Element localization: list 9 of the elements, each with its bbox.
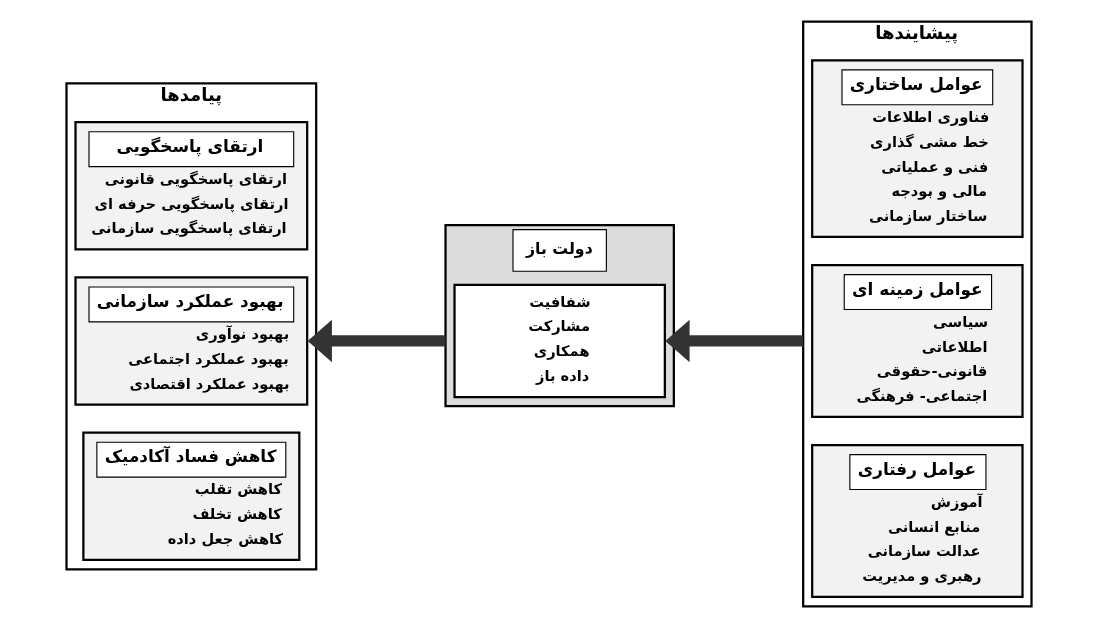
node-box: عوامل رفتاری آموزش منابع انسانی عدالت سازمانی رهبری و مدیریت [810,443,1024,598]
node-box: عوامل زمینه ای سیاسی اطلاعاتی قانونی-حقوقی اجتماعی- فرهنگی [810,263,1024,419]
arrow [664,319,803,363]
arrow [307,319,446,363]
node-box: بهبود عملکرد سازمانی بهبود نوآوری بهبود عملکرد اجتماعی بهبود عملکرد اقتصادی [73,276,308,406]
node-box: شفافیت مشارکت همکاری داده باز [452,283,666,399]
node-box: عوامل ساختاری فناوری اطلاعات خط مشی گذاری فنی و عملیاتی مالی و بودجه ساختار سازمانی [810,59,1024,239]
node-box: کاهش فساد آکادمیک کاهش تقلب کاهش تخلف کاهش جعل داده [81,431,300,561]
node-box: ارتقای پاسخگویی ارتقای پاسخگویی قانونی ارتقای پاسخگویی حرفه ای ارتقای پاسخگویی سازمانی [73,121,308,251]
